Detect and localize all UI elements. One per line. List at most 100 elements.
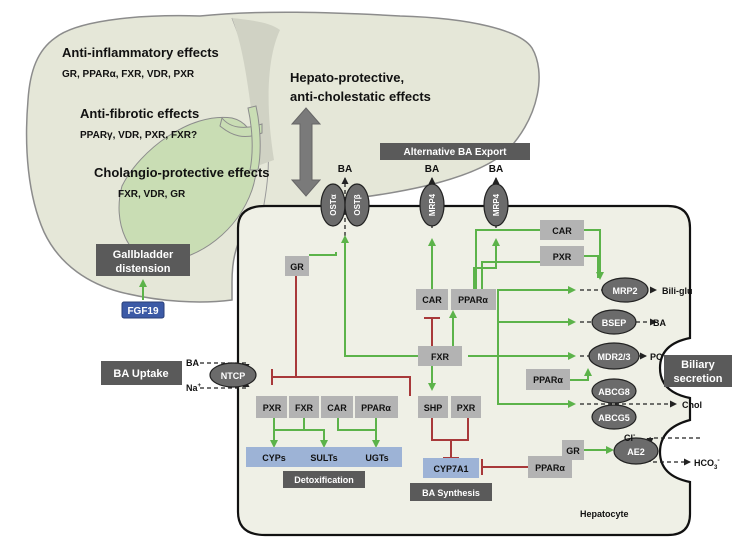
abcg-substrate: Chol bbox=[682, 400, 702, 410]
double-arrow-icon bbox=[290, 107, 322, 197]
fxr-label: FXR bbox=[431, 352, 450, 362]
detox-car-label: CAR bbox=[327, 403, 347, 413]
ost-alpha-label: OSTα bbox=[329, 194, 338, 215]
gallbladder-label-line2: distension bbox=[115, 263, 170, 275]
anti-fibrotic-receptors: PPARγ, VDR, PXR, FXR? bbox=[80, 130, 197, 141]
ba-uptake-box bbox=[101, 361, 182, 385]
car-mid-label: CAR bbox=[422, 295, 442, 305]
fgf19-box bbox=[121, 301, 165, 319]
hepatocyte-label: Hepatocyte bbox=[580, 509, 629, 519]
ae2-transporter bbox=[613, 437, 659, 465]
mrp4-a-ba-label: BA bbox=[425, 164, 439, 175]
ppara-mid-box bbox=[451, 289, 496, 310]
cholangio-title: Cholangio-protective effects bbox=[94, 165, 270, 180]
bsep-label: BSEP bbox=[602, 318, 627, 328]
abcg5-label: ABCG5 bbox=[598, 413, 630, 423]
ba-uptake-label: BA Uptake bbox=[113, 368, 168, 380]
mrp4-b-ba-label: BA bbox=[489, 164, 503, 175]
cyp7a1-box bbox=[423, 458, 479, 478]
biliary-secretion-line1: Biliary bbox=[681, 359, 716, 371]
gr-to-ost-arrow bbox=[309, 252, 337, 256]
pxr-top-label: PXR bbox=[553, 252, 572, 262]
ugts-label: UGTs bbox=[365, 453, 388, 463]
detox-fxr-label: FXR bbox=[295, 403, 314, 413]
mdr-transporter bbox=[588, 342, 640, 370]
fxr-box bbox=[418, 346, 462, 366]
bile-duct-branch bbox=[247, 105, 261, 171]
car-top-to-mrp2-arrow bbox=[584, 229, 604, 280]
sults-label: SULTs bbox=[310, 453, 337, 463]
mrp4-b-label: MRP4 bbox=[492, 193, 501, 216]
car-top-box bbox=[540, 220, 584, 240]
fxr-to-mrp2-arrow bbox=[497, 286, 576, 398]
mdr-label: MDR2/3 bbox=[597, 352, 630, 362]
pxr-mid-box bbox=[451, 396, 481, 418]
pxr-mid-label: PXR bbox=[457, 403, 476, 413]
ost-ba-label: BA bbox=[338, 164, 352, 175]
car-top-label: CAR bbox=[552, 226, 572, 236]
cl-label: Cl- bbox=[624, 432, 636, 443]
gr-bottom-box bbox=[562, 440, 584, 460]
ppara-mid-label: PPARα bbox=[458, 295, 488, 305]
ppara-to-pxr-line bbox=[481, 261, 548, 289]
fgf19-label: FGF19 bbox=[127, 306, 159, 317]
cyps-label: CYPs bbox=[262, 453, 286, 463]
liver bbox=[25, 11, 540, 303]
fxr-to-ost-arrow bbox=[341, 235, 418, 357]
detox-to-sults2-arrow bbox=[304, 429, 328, 448]
ost-beta-transporter bbox=[344, 183, 370, 227]
alt-export-label: Alternative BA Export bbox=[404, 147, 508, 158]
abcg8-label: ABCG8 bbox=[598, 387, 630, 397]
ntcp-transporter bbox=[209, 362, 257, 388]
shp-label: SHP bbox=[424, 403, 443, 413]
synthesis-label-box bbox=[410, 483, 492, 501]
ppara-to-mdr-arrow bbox=[570, 368, 592, 381]
mrp2-label: MRP2 bbox=[612, 286, 637, 296]
ae2-label: AE2 bbox=[627, 447, 645, 457]
uptake-ba-label: BA bbox=[186, 358, 199, 368]
mrp4-a-label: MRP4 bbox=[428, 193, 437, 216]
mrp2-transporter bbox=[601, 277, 649, 303]
mrp4-a-transporter bbox=[419, 183, 445, 227]
pxr-top-to-mrp2-arrow bbox=[584, 255, 599, 278]
gr-top-label: GR bbox=[290, 262, 304, 272]
bsep-transporter bbox=[591, 309, 637, 335]
bsep-substrate: BA bbox=[653, 318, 666, 328]
anti-fibrotic-title: Anti-fibrotic effects bbox=[80, 106, 199, 121]
anti-inflammatory-title: Anti-inflammatory effects bbox=[62, 45, 219, 60]
ntcp-inhibition-path bbox=[272, 376, 411, 396]
ntcp-label: NTCP bbox=[221, 371, 246, 381]
hepato-protective-line2: anti-cholestatic effects bbox=[290, 89, 431, 104]
ppara-low-box bbox=[526, 369, 570, 390]
cl-influx-arrow bbox=[646, 437, 700, 445]
ppara-to-mrp4b-arrow bbox=[473, 238, 500, 289]
detox-label: Detoxification bbox=[294, 475, 354, 485]
abcg8-transporter bbox=[591, 378, 637, 404]
abcg5-transporter bbox=[591, 404, 637, 430]
ppara-bottom-label: PPARα bbox=[535, 463, 565, 473]
pxr-top-box bbox=[540, 246, 584, 266]
hco3-label: HCO3- bbox=[694, 457, 720, 471]
activation-arrows bbox=[270, 229, 614, 454]
gr-top-box bbox=[285, 256, 309, 276]
enzyme-row bbox=[246, 447, 402, 467]
ppara-low-label: PPARα bbox=[533, 375, 563, 385]
ligament-band bbox=[232, 18, 280, 165]
detox-pxr-label: PXR bbox=[263, 403, 282, 413]
mrp4-b-transporter bbox=[483, 183, 509, 227]
ppara-bottom-box bbox=[528, 456, 572, 478]
shp-box bbox=[418, 396, 448, 418]
mdr-substrate: PC bbox=[650, 352, 663, 362]
detox-receptor-row bbox=[256, 396, 398, 418]
fxr-to-abcg-arrow bbox=[497, 398, 576, 408]
synthesis-label: BA Synthesis bbox=[422, 488, 480, 498]
alt-export-box bbox=[380, 143, 530, 160]
biliary-secretion-box bbox=[664, 355, 732, 387]
cholangio-receptors: FXR, VDR, GR bbox=[118, 189, 186, 200]
mrp2-substrate: Bili-glu bbox=[662, 286, 693, 296]
gallbladder-label-box bbox=[96, 244, 190, 276]
car-mid-box bbox=[416, 289, 448, 310]
detox-ppara-label: PPARα bbox=[361, 403, 391, 413]
cyp7a1-label: CYP7A1 bbox=[433, 464, 468, 474]
